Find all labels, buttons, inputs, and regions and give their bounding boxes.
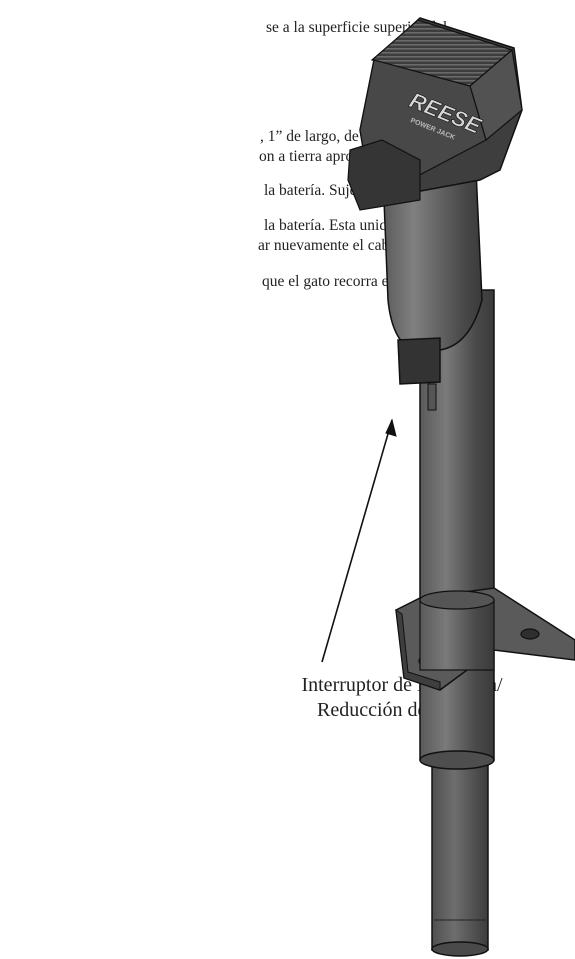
motor-housing [383, 168, 483, 411]
mounting-bracket [395, 587, 575, 691]
top-cap: REESE POWER JACK [347, 17, 523, 211]
instruction-text-1: se a la superficie superior del [266, 19, 448, 36]
callout-arrow [321, 418, 397, 663]
